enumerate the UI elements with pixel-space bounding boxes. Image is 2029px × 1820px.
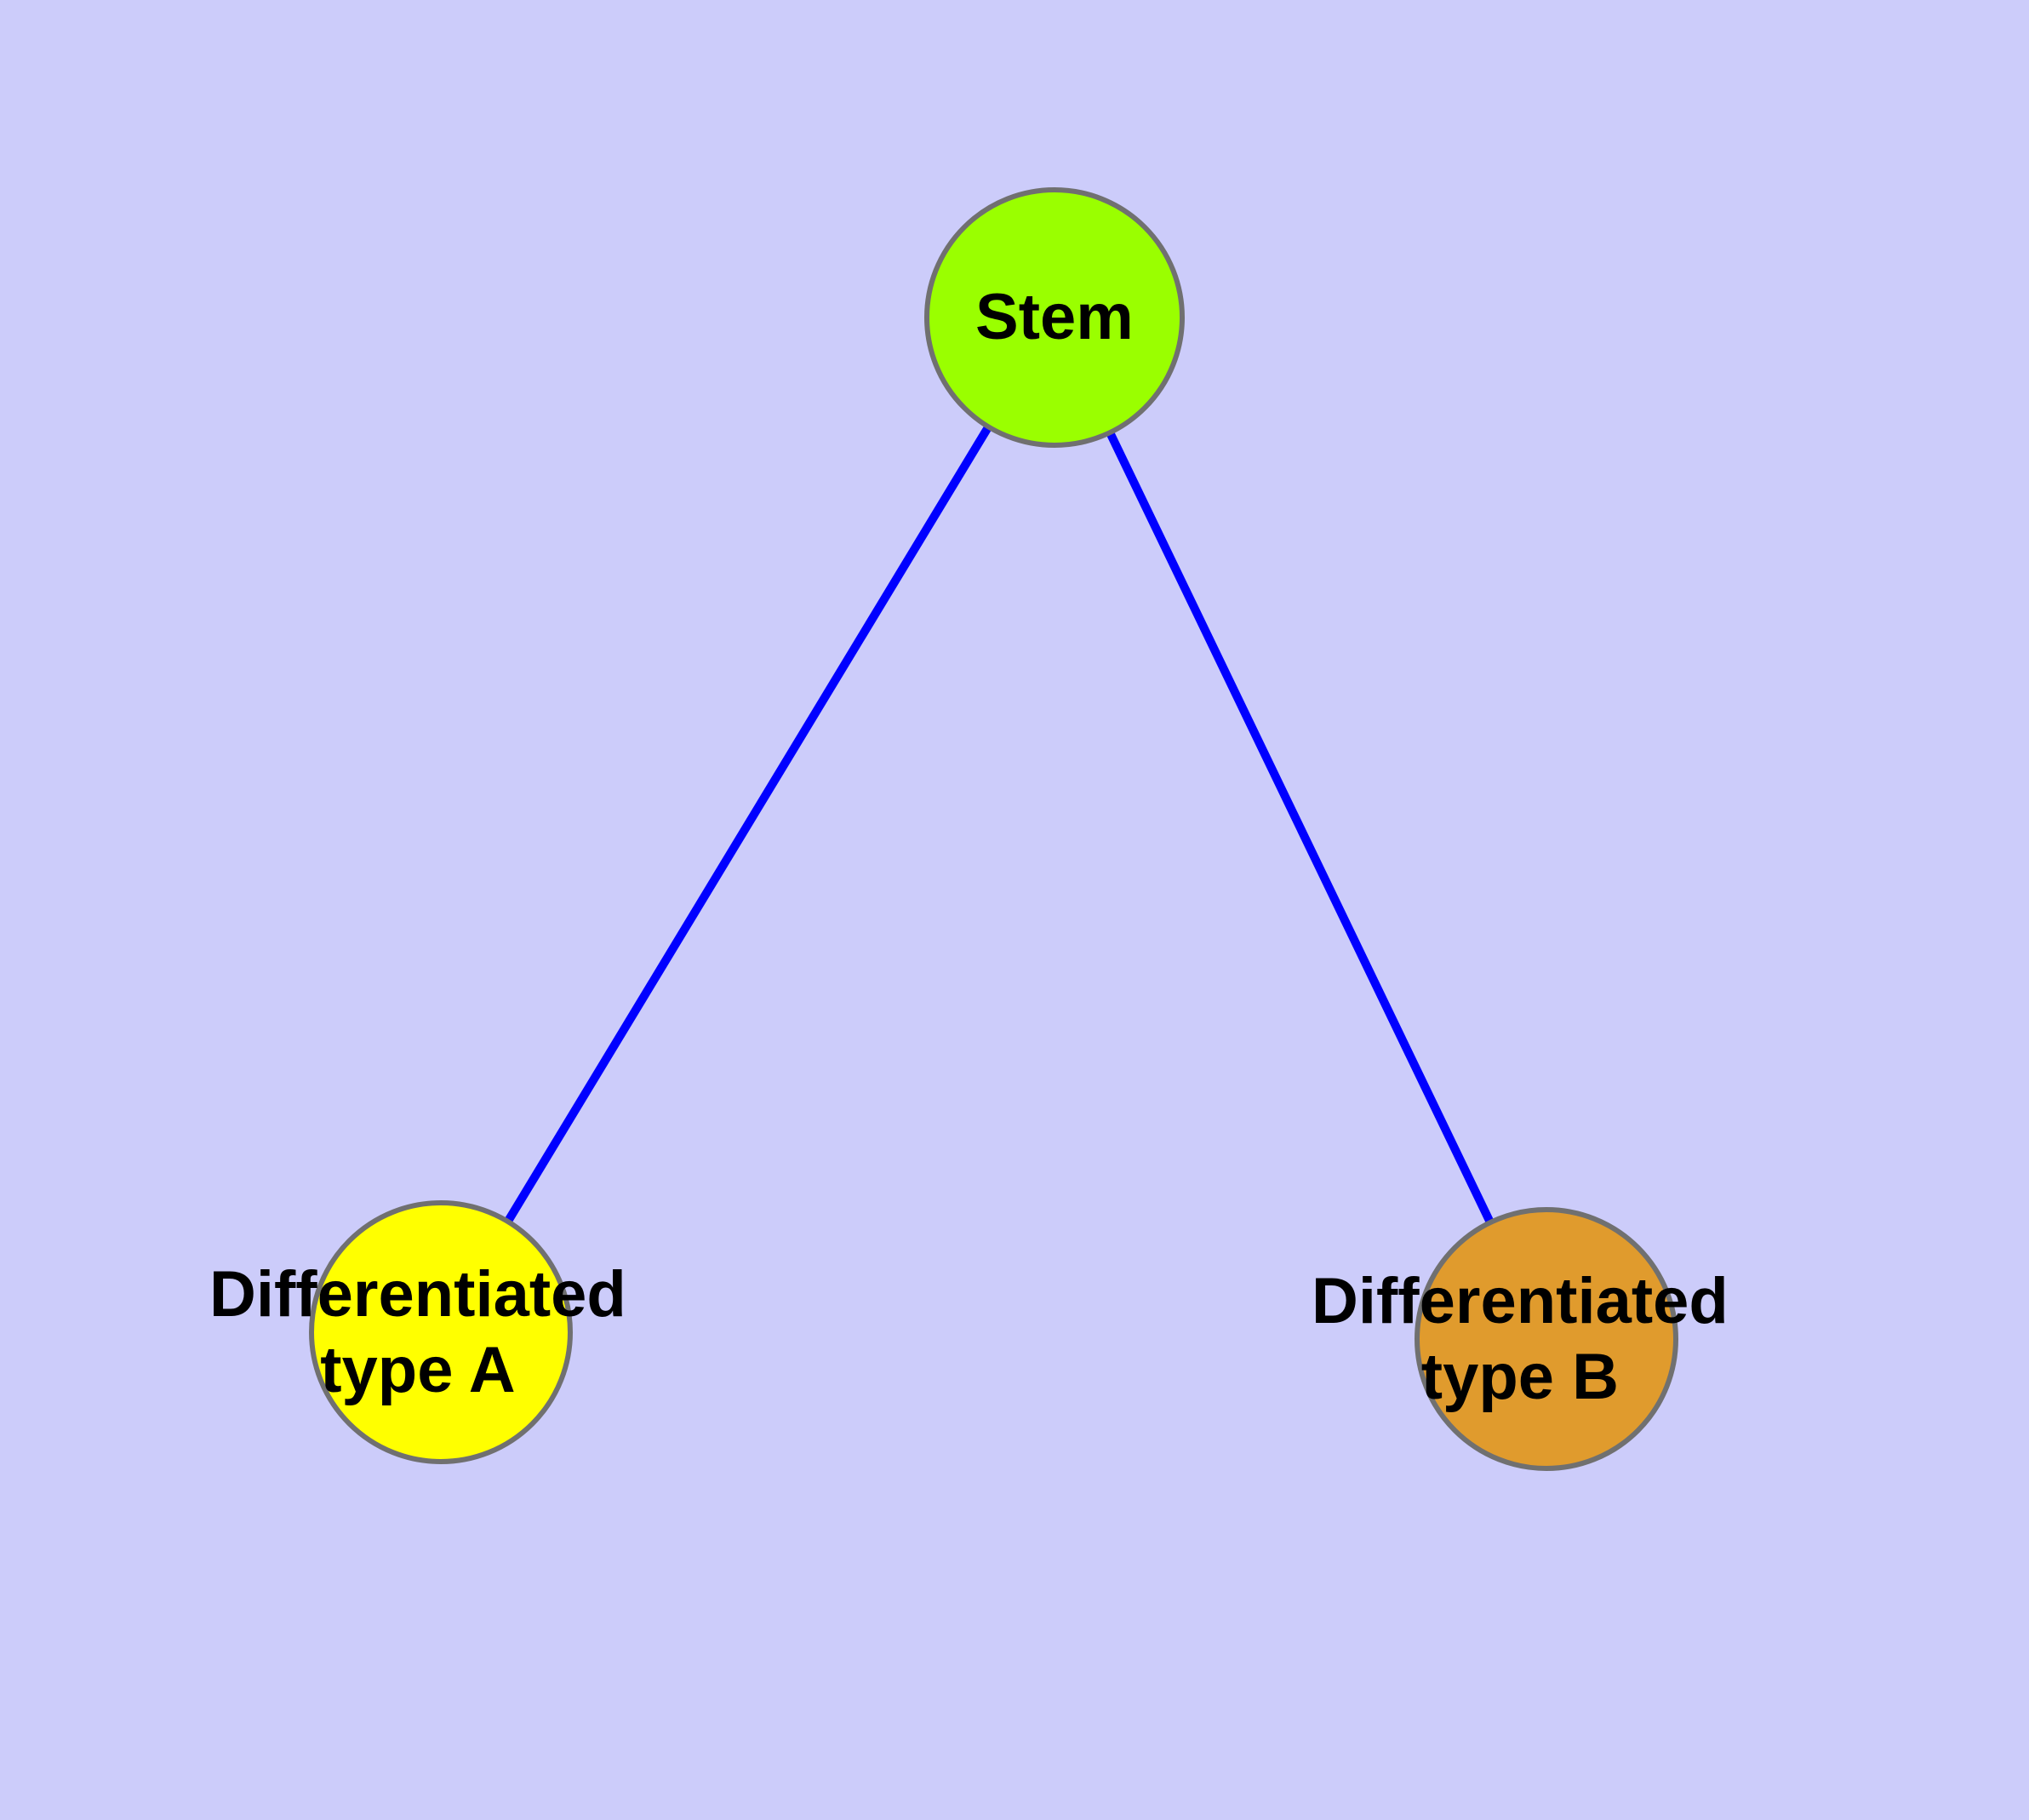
edge-stem-to-diff-b[interactable] (1104, 427, 1496, 1228)
node-layer (309, 187, 1678, 1471)
edge-layer (502, 421, 1496, 1228)
node-stem[interactable] (924, 187, 1185, 448)
edge-stem-to-diff-a[interactable] (502, 421, 994, 1227)
node-diff-b[interactable] (1415, 1207, 1678, 1471)
node-diff-a[interactable] (309, 1200, 573, 1464)
